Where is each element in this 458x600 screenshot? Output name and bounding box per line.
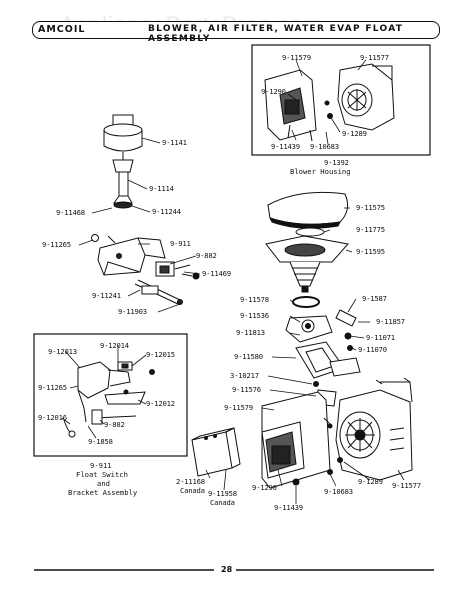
part-label: 9-11265 xyxy=(38,383,67,392)
air-filter-hood xyxy=(267,191,349,237)
part-label: 9-1141 xyxy=(162,138,187,147)
part-label: 9-1290 xyxy=(261,87,286,96)
mount-plate xyxy=(285,309,361,407)
part-label: 9-11580 xyxy=(234,352,263,361)
part-label: 9-12012 xyxy=(146,399,175,408)
part-label: 9-11577 xyxy=(360,53,389,62)
float-switch-inset-box xyxy=(33,333,188,457)
filter-box xyxy=(191,427,241,477)
page-title: BLOWER, AIR FILTER, WATER EVAP FLOAT ASS… xyxy=(148,24,404,44)
gasket-ring xyxy=(292,296,320,308)
float-switch-caption-line2: Float Switch xyxy=(76,470,128,479)
part-label: 9-11775 xyxy=(356,225,385,234)
part-label: 9-12016 xyxy=(38,413,67,422)
knob-assembly xyxy=(103,114,143,209)
part-label: 9-11439 xyxy=(274,503,303,512)
part-label: 9-1392 xyxy=(324,158,349,167)
part-label: 9-11244 xyxy=(152,207,181,216)
part-label: 9-1858 xyxy=(88,437,113,446)
float-switch-main xyxy=(91,234,200,305)
part-label: 9-11579 xyxy=(282,53,311,62)
part-label: 9-10683 xyxy=(310,142,339,151)
inset-blower-housing xyxy=(264,63,395,142)
part-label: 9-1290 xyxy=(252,483,277,492)
part-label: 9-11575 xyxy=(356,203,385,212)
part-label: 3-10217 xyxy=(230,371,259,380)
part-label: 9-11071 xyxy=(366,333,395,342)
part-label: 9-11070 xyxy=(358,345,387,354)
part-label: 9-911 xyxy=(170,239,191,248)
funnel-reservoir xyxy=(265,235,349,293)
part-label: 9-10683 xyxy=(324,487,353,496)
brand-logo: AMCOIL xyxy=(38,24,86,35)
float-switch-caption-number: 9-911 xyxy=(90,461,112,470)
blower-housing-caption: Blower Housing xyxy=(290,167,351,176)
leader-lines xyxy=(61,59,405,504)
part-label: 9-11469 xyxy=(202,269,231,278)
part-label: 9-11579 xyxy=(224,403,253,412)
part-label: 9-11536 xyxy=(240,311,269,320)
part-label: 9-11578 xyxy=(240,295,269,304)
part-label: Canada xyxy=(180,486,205,495)
part-label: Canada xyxy=(210,498,235,507)
main-blower-housing xyxy=(261,377,413,489)
part-label: 9-12013 xyxy=(48,347,77,356)
float-switch-caption-line4: Bracket Assembly xyxy=(68,488,138,497)
part-label: 9-11468 xyxy=(56,208,85,217)
part-label: 9-11265 xyxy=(42,240,71,249)
page-number: 28 xyxy=(221,565,233,574)
blower-inset-box xyxy=(251,44,431,156)
part-label: 9-1289 xyxy=(358,477,383,486)
part-label: 2-11168 xyxy=(176,477,205,486)
part-label: 9-882 xyxy=(196,251,217,260)
float-switch-inset-parts xyxy=(63,361,155,438)
part-label: 9-882 xyxy=(104,420,125,429)
part-label: 9-11813 xyxy=(236,328,265,337)
part-label: 9-11595 xyxy=(356,247,385,256)
part-label: 9-11576 xyxy=(232,385,261,394)
part-label: 9-1289 xyxy=(342,129,367,138)
part-label: 9-11577 xyxy=(392,481,421,490)
float-switch-caption-line3: and xyxy=(97,479,110,488)
part-label: 9-12015 xyxy=(146,350,175,359)
part-label: 9-11439 xyxy=(271,142,300,151)
part-label: 9-12014 xyxy=(100,341,129,350)
title-frame xyxy=(32,21,440,39)
part-label: 9-11958 xyxy=(208,489,237,498)
part-label: 9-11241 xyxy=(92,291,121,300)
part-label: 9-1587 xyxy=(362,294,387,303)
part-label: 9-11903 xyxy=(118,307,147,316)
part-label: 9-11857 xyxy=(376,317,405,326)
part-label: 9-1114 xyxy=(149,184,174,193)
